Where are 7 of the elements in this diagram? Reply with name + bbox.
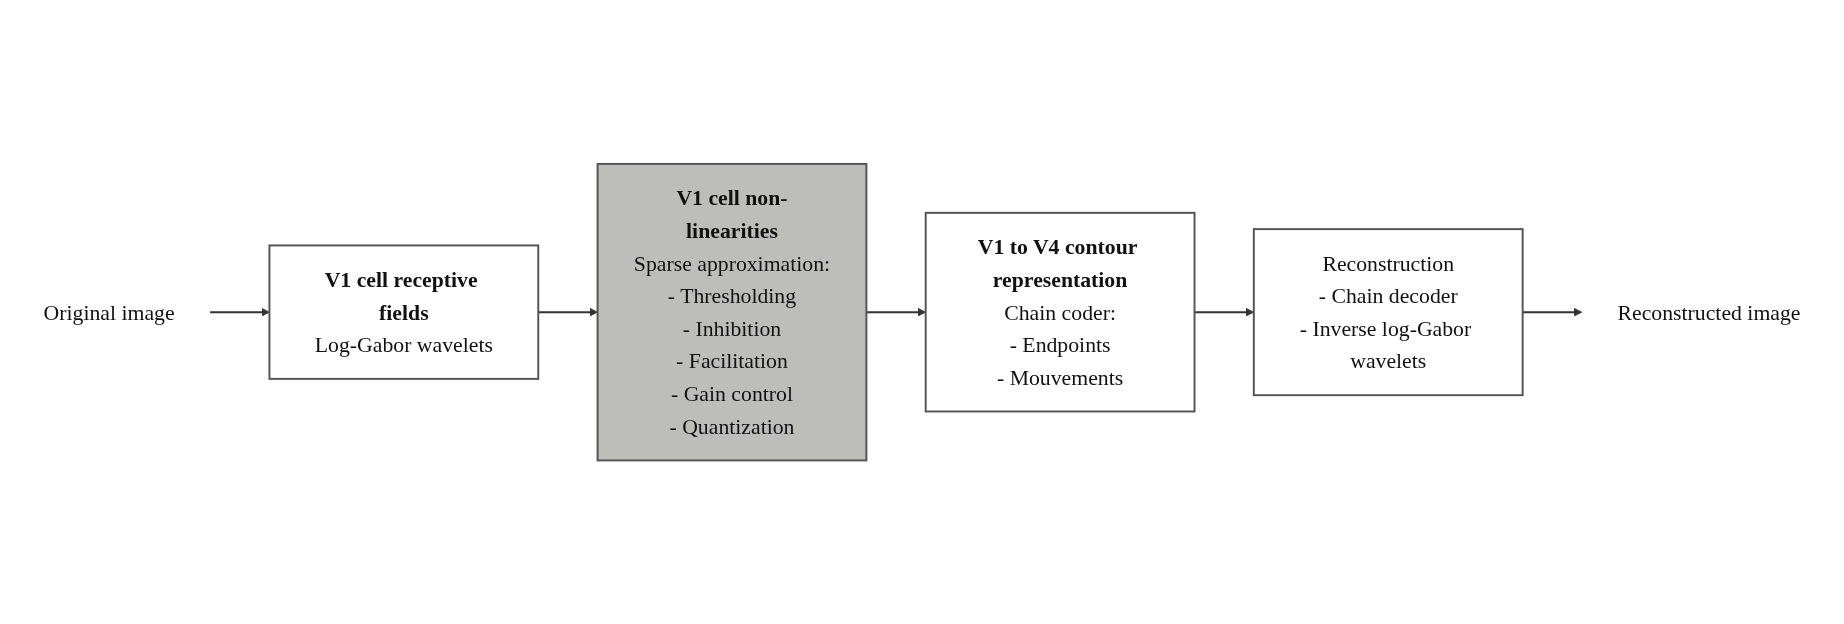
node-box: V1 cell non-linearities Sparse approximation: - Thresholding - Inhibition - Facilitation - Gain control - Quantization xyxy=(596,162,868,462)
arrow xyxy=(209,307,270,317)
node-box: V1 cell receptive fields Log-Gabor wavelets xyxy=(268,244,540,380)
node-text: Reconstructed image xyxy=(1617,299,1801,325)
node-box: Reconstruction - Chain decoder - Inverse log-Gabor wavelets xyxy=(1252,228,1524,396)
node-box: V1 to V4 contour representation Chain coder: - Endpoints - Mouvements xyxy=(924,211,1196,413)
node-text: Original image xyxy=(43,299,175,325)
